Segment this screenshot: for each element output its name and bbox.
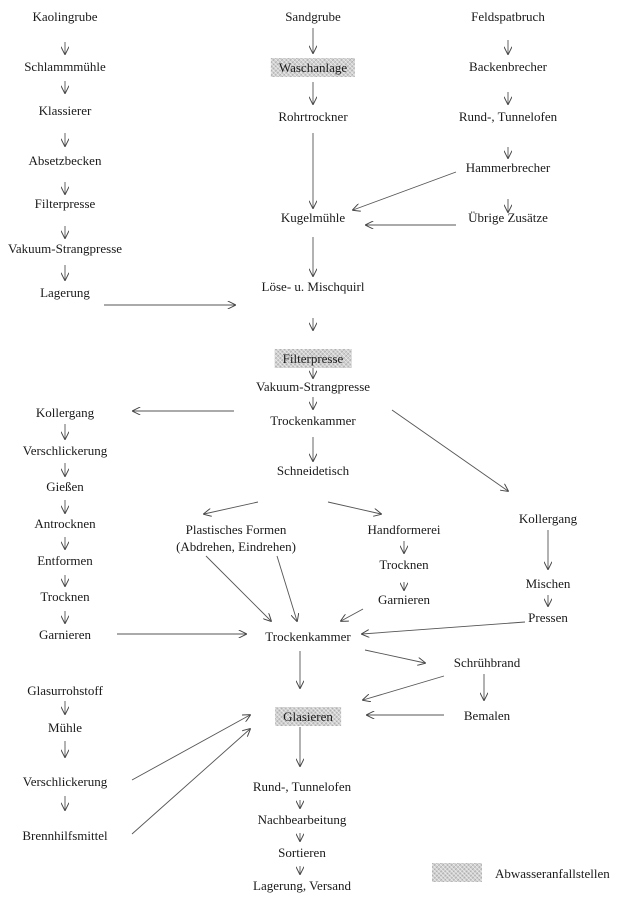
node-entformen: Entformen xyxy=(37,553,93,568)
node-kollergang-right: Kollergang xyxy=(518,511,578,526)
node-schlammmuehle: Schlammmühle xyxy=(24,59,106,74)
arrow-schneidetisch-to-handformerei xyxy=(327,501,381,514)
node-sortieren: Sortieren xyxy=(278,845,326,860)
node-absetzbecken: Absetzbecken xyxy=(28,153,102,168)
node-schruehbrand: Schrühbrand xyxy=(453,655,521,670)
legend-swatch xyxy=(432,863,482,882)
arrow-pressen-to-trockenkammer_2 xyxy=(362,621,526,634)
node-trocknen-mid: Trocknen xyxy=(379,557,429,572)
node-loese-mischquirl: Löse- u. Mischquirl xyxy=(261,279,365,294)
node-sandgrube: Sandgrube xyxy=(285,9,341,24)
arrow-trockenkammer_1-to-kollergang_r xyxy=(391,409,508,491)
node-plastisches-formen-detail: (Abdrehen, Eindrehen) xyxy=(176,539,296,554)
arrow-schneidetisch-to-plastisch xyxy=(204,501,259,514)
node-trockenkammer-2: Trockenkammer xyxy=(265,629,351,644)
node-muehle: Mühle xyxy=(48,720,82,735)
node-lagerung-versand: Lagerung, Versand xyxy=(253,878,351,893)
node-garnieren-left: Garnieren xyxy=(39,627,91,642)
node-mischen: Mischen xyxy=(525,576,571,591)
node-plastisches-formen: Plastisches Formen xyxy=(185,522,287,537)
node-pressen: Pressen xyxy=(528,610,568,625)
node-giessen: Gießen xyxy=(46,479,84,494)
arrow-schruehbrand-to-glasieren xyxy=(363,675,445,700)
node-kugelmuehle: Kugelmühle xyxy=(280,210,346,225)
node-backenbrecher: Backenbrecher xyxy=(469,59,547,74)
arrow-plastisch-to-trockenkammer_2 xyxy=(205,555,271,621)
node-handformerei: Handformerei xyxy=(367,522,441,537)
node-lagerung: Lagerung xyxy=(40,285,90,300)
node-filterpresse-left: Filterpresse xyxy=(34,196,96,211)
legend-label: Abwasseranfallstellen xyxy=(495,866,610,881)
node-verschlickerung-bottom: Verschlickerung xyxy=(22,774,108,789)
arrow-verschlickerung_b-to-glasieren xyxy=(131,715,250,781)
arrow-brennhilfsmittel-to-glasieren xyxy=(131,729,250,835)
node-filterpresse-center: Filterpresse xyxy=(275,349,352,368)
node-feldspatbruch: Feldspatbruch xyxy=(471,9,545,24)
arrow-plastisch-to-trockenkammer_2-b xyxy=(276,555,297,621)
node-trocknen-left: Trocknen xyxy=(40,589,90,604)
node-kaolingrube: Kaolingrube xyxy=(32,9,98,24)
node-vakuum-strangpresse-left: Vakuum-Strangpresse xyxy=(7,241,123,256)
node-waschanlage: Waschanlage xyxy=(271,58,355,77)
arrow-garnieren_m-to-trockenkammer_2 xyxy=(341,608,364,621)
node-rohrtrockner: Rohrtrockner xyxy=(278,109,348,124)
node-rundofen-right: Rund-, Tunnelofen xyxy=(458,109,558,124)
node-vakuum-strangpresse-center: Vakuum-Strangpresse xyxy=(255,379,371,394)
node-klassierer: Klassierer xyxy=(38,103,92,118)
node-hammerbrecher: Hammerbrecher xyxy=(465,160,551,175)
node-garnieren-mid: Garnieren xyxy=(378,592,430,607)
node-bemalen: Bemalen xyxy=(463,708,511,723)
node-nachbearbeitung: Nachbearbeitung xyxy=(257,812,347,827)
node-glasieren: Glasieren xyxy=(275,707,341,726)
node-kollergang-left: Kollergang xyxy=(35,405,95,420)
arrow-trockenkammer_2-to-schruehbrand xyxy=(364,649,425,663)
node-brennhilfsmittel: Brennhilfsmittel xyxy=(22,828,108,843)
node-trockenkammer-1: Trockenkammer xyxy=(270,413,356,428)
node-glasurrohstoff: Glasurrohstoff xyxy=(27,683,103,698)
node-uebrige-zusaetze: Übrige Zusätze xyxy=(468,210,548,225)
node-schneidetisch: Schneidetisch xyxy=(276,463,350,478)
node-verschlickerung-left: Verschlickerung xyxy=(22,443,108,458)
node-rundofen-center: Rund-, Tunnelofen xyxy=(252,779,352,794)
arrow-hammerbrecher-to-kugelmuehle xyxy=(353,171,457,210)
node-antrocknen: Antrocknen xyxy=(34,516,96,531)
